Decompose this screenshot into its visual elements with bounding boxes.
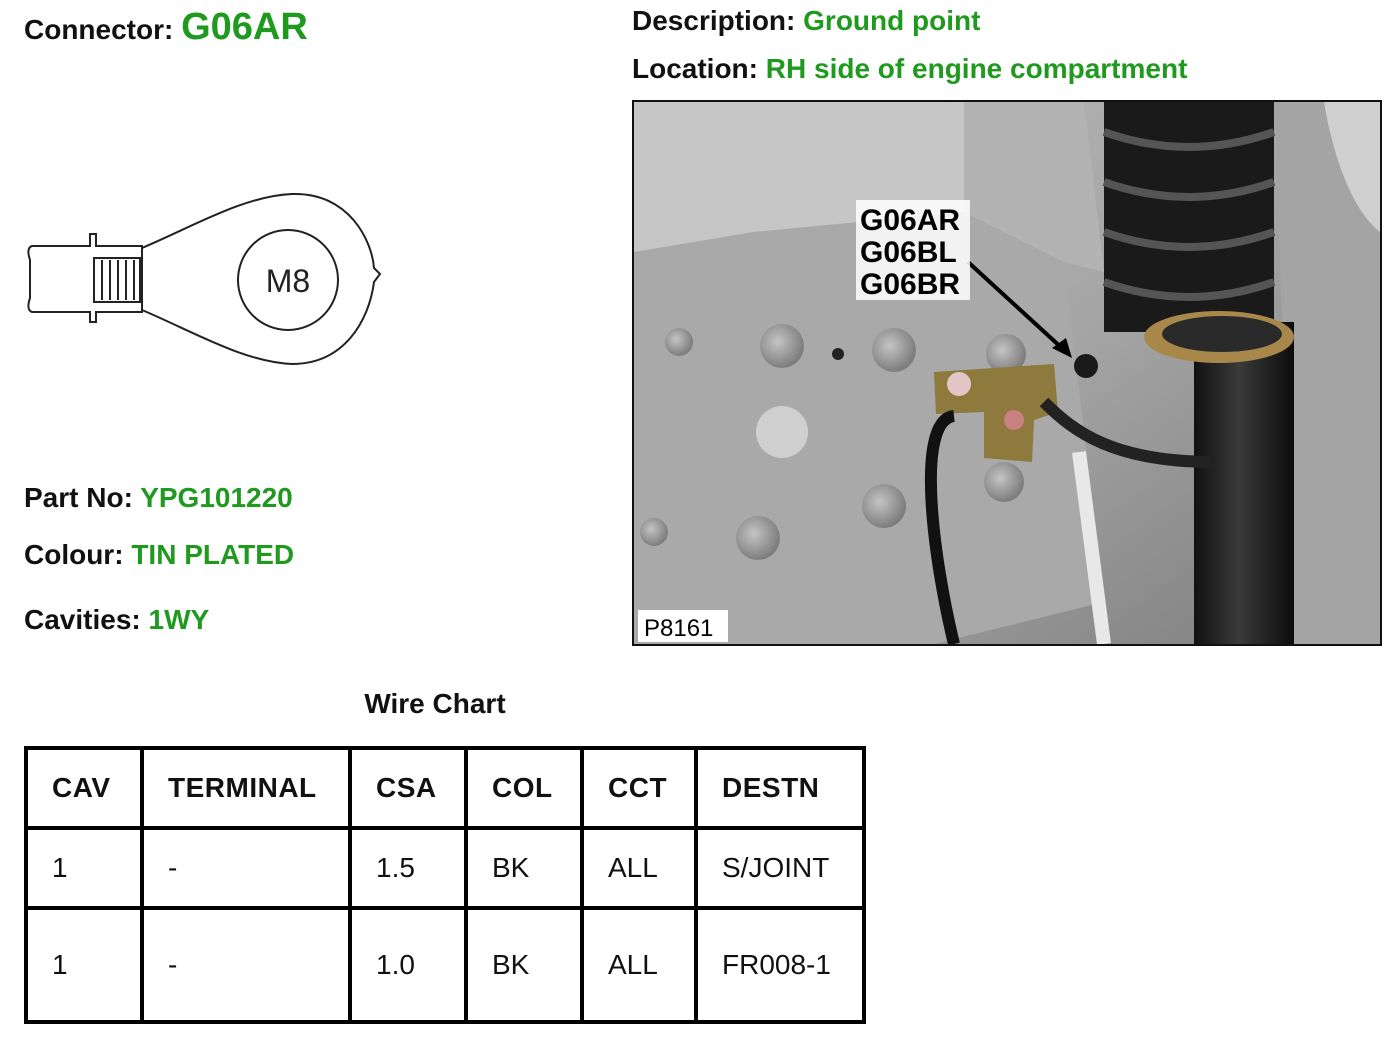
part-no-label: Part No:: [24, 482, 133, 513]
ground-bracket: [924, 354, 1215, 644]
colour-line: Colour: TIN PLATED: [24, 539, 294, 571]
col-cct: CCT: [580, 746, 698, 830]
connector-label: Connector:: [24, 14, 174, 45]
cell-cav: 1: [24, 906, 144, 1024]
coil-spring: [1102, 102, 1276, 332]
cavities-line: Cavities: 1WY: [24, 604, 209, 636]
cell-cct: ALL: [580, 906, 698, 1024]
connector-line: Connector: G06AR: [24, 6, 308, 49]
callout-g06bl: G06BL: [860, 236, 957, 269]
panel-bosses: [640, 324, 1026, 560]
cell-terminal: -: [140, 906, 352, 1024]
col-col: COL: [464, 746, 584, 830]
cell-cct: ALL: [580, 826, 698, 910]
col-terminal: TERMINAL: [140, 746, 352, 830]
part-no-line: Part No: YPG101220: [24, 482, 293, 514]
location-line: Location: RH side of engine compartment: [632, 53, 1187, 85]
table-row: 1 - 1.5 BK ALL S/JOINT: [24, 826, 866, 910]
cavities-value: 1WY: [148, 604, 210, 635]
crimp-serrations: [93, 257, 141, 303]
cell-csa: 1.0: [348, 906, 468, 1024]
location-label: Location:: [632, 53, 758, 84]
callout-g06br: G06BR: [860, 268, 960, 301]
col-cav: CAV: [24, 746, 144, 830]
cell-cav: 1: [24, 826, 144, 910]
ring-terminal-drawing: M8: [27, 192, 382, 366]
colour-label: Colour:: [24, 539, 124, 570]
cell-col: BK: [464, 906, 584, 1024]
description-label: Description:: [632, 5, 796, 36]
photo-ref-label: P8161: [644, 615, 713, 642]
destn-text: FR008-1: [722, 949, 831, 980]
location-value: RH side of engine compartment: [765, 53, 1188, 84]
cell-csa: 1.5: [348, 826, 468, 910]
col-csa: CSA: [348, 746, 468, 830]
callout-g06ar: G06AR: [860, 204, 960, 237]
col-destn: DESTN: [694, 746, 866, 830]
wire-chart-title: Wire Chart: [364, 688, 506, 719]
location-photo: G06AR G06BL G06BR P8161: [632, 100, 1382, 646]
photo-ref-box: [638, 610, 728, 642]
connector-value: G06AR: [181, 6, 308, 48]
cell-col: BK: [464, 826, 584, 910]
cell-destn: S/JOINT: [694, 826, 866, 910]
table-row: 1 - 1.0 BK ALL FR008-1: [24, 906, 866, 1024]
wire-chart-table: CAV TERMINAL CSA COL CCT DESTN 1 - 1.5 B…: [24, 746, 866, 1024]
colour-value: TIN PLATED: [131, 539, 295, 570]
part-no-value: YPG101220: [140, 482, 293, 513]
stud-size-label: M8: [266, 263, 310, 299]
cavities-label: Cavities:: [24, 604, 141, 635]
cell-destn: FR008-1: [694, 906, 866, 1024]
description-value: Ground point: [803, 5, 981, 36]
callout-arrowhead: [1052, 338, 1072, 358]
table-header-row: CAV TERMINAL CSA COL CCT DESTN: [24, 746, 866, 830]
cell-terminal: -: [140, 826, 352, 910]
callout-leader: [966, 260, 1066, 352]
description-line: Description: Ground point: [632, 5, 980, 37]
